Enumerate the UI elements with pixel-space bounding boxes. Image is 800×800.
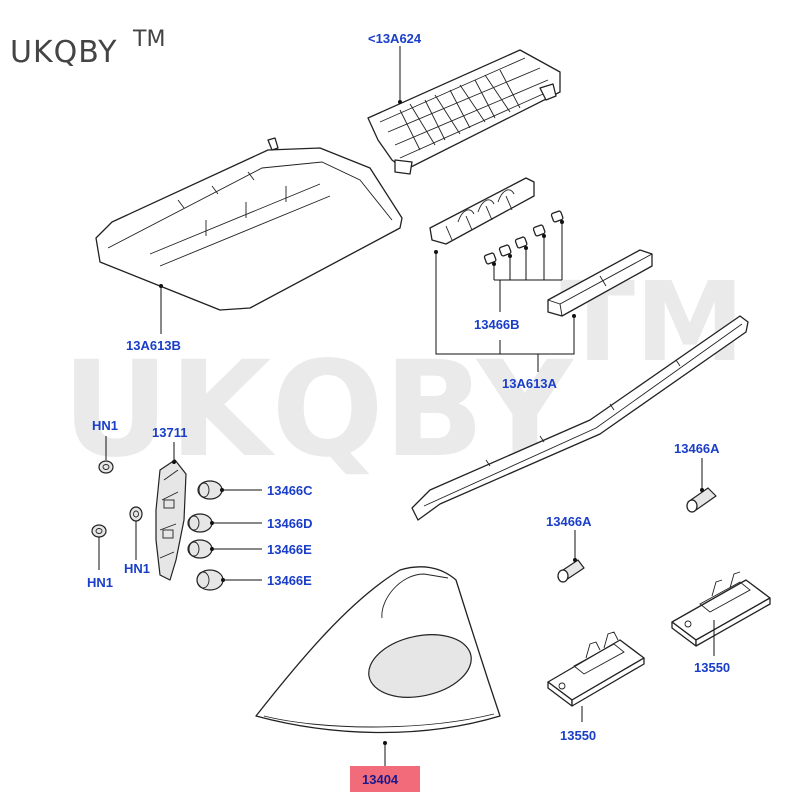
brand-logo: UKQBY TM bbox=[10, 27, 165, 70]
callout-labels: <13A624 13A613B 13466B 13A613A HN1 13711… bbox=[87, 31, 730, 787]
callout-13466e-2: 13466E bbox=[267, 573, 312, 588]
lamp-lens-strip bbox=[411, 315, 749, 521]
callout-hn1-mid: HN1 bbox=[124, 561, 150, 576]
bulb-13466e-1 bbox=[187, 539, 262, 559]
brand-name: UKQBY bbox=[10, 35, 118, 70]
callout-13550-left: 13550 bbox=[560, 728, 596, 743]
callout-13466a-left: 13466A bbox=[546, 514, 592, 529]
callout-13466c: 13466C bbox=[267, 483, 313, 498]
plate-lamp-13550-right bbox=[671, 571, 771, 656]
callout-13550-right: 13550 bbox=[694, 660, 730, 675]
callout-13404: 13404 bbox=[362, 772, 399, 787]
callout-13466e-1: 13466E bbox=[267, 542, 312, 557]
light-bar-13a613a bbox=[434, 249, 653, 372]
nut-hn1-top bbox=[98, 436, 114, 474]
housing-13a613b bbox=[95, 137, 403, 334]
callout-13a613b: 13A613B bbox=[126, 338, 181, 353]
callout-13404-highlight bbox=[350, 766, 420, 792]
callout-hn1-low: HN1 bbox=[87, 575, 113, 590]
bulb-13466c bbox=[197, 480, 262, 500]
callout-13a613a: 13A613A bbox=[502, 376, 558, 391]
bracket-plate-13711 bbox=[155, 442, 187, 581]
bracket-13a624 bbox=[367, 46, 561, 175]
bulb-13466a-left bbox=[557, 530, 585, 583]
callout-13466b: 13466B bbox=[474, 317, 520, 332]
bulb-13466d bbox=[187, 513, 262, 533]
watermark: UKQBY TM bbox=[62, 258, 745, 487]
plate-lamp-13550-left bbox=[547, 631, 645, 722]
nut-hn1-low bbox=[91, 524, 107, 570]
watermark-mark: TM bbox=[560, 258, 745, 386]
watermark-text: UKQBY bbox=[62, 333, 574, 487]
callout-hn1-top: HN1 bbox=[92, 418, 118, 433]
callout-13a624: <13A624 bbox=[368, 31, 422, 46]
tail-lamp-13404 bbox=[255, 566, 501, 768]
bulb-holder-13466b bbox=[429, 177, 564, 312]
callout-13711: 13711 bbox=[152, 425, 187, 440]
brand-mark: TM bbox=[132, 27, 165, 52]
bulb-13466e-2 bbox=[196, 569, 262, 591]
callout-13466a-right: 13466A bbox=[674, 441, 720, 456]
nut-hn1-mid bbox=[129, 506, 143, 560]
callout-13466d: 13466D bbox=[267, 516, 313, 531]
bulb-13466a-right bbox=[686, 458, 717, 513]
